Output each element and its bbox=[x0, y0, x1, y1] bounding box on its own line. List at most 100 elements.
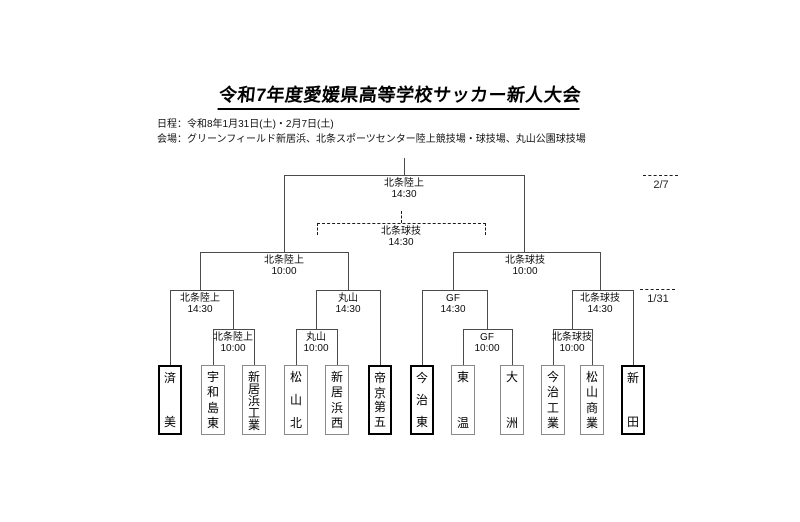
final-time: 14:30 bbox=[391, 189, 417, 200]
final-vline-right bbox=[524, 175, 525, 253]
team-name: 済美 bbox=[163, 371, 176, 429]
sf1-venue: 北条陸上 bbox=[264, 255, 304, 266]
r1m1-time: 10:00 bbox=[220, 343, 246, 354]
final-day-marker-line bbox=[643, 175, 678, 176]
r1m2-vline-right bbox=[337, 329, 338, 365]
team-name: 宇和島東 bbox=[206, 370, 219, 430]
qf1-vline-right bbox=[233, 290, 234, 329]
sf2-vline-left bbox=[453, 252, 454, 290]
r1m3-hline bbox=[463, 329, 513, 330]
third-place-hline bbox=[317, 223, 486, 224]
qf1-vline-left bbox=[170, 290, 171, 365]
r1m4-hline bbox=[553, 329, 593, 330]
r1m4-venue: 北条球技 bbox=[552, 332, 592, 343]
team-name: 帝京第五 bbox=[373, 371, 386, 429]
first-day-marker: 1/31 bbox=[647, 293, 669, 305]
team-box-niihama-nishi: 新居浜西 bbox=[325, 365, 349, 435]
sf1-match-label: 北条陸上 10:00 bbox=[252, 255, 316, 277]
team-name: 新居浜西 bbox=[330, 370, 343, 430]
sf1-time: 10:00 bbox=[271, 266, 297, 277]
r1m4-vline-left bbox=[553, 329, 554, 365]
first-day-marker-line bbox=[640, 289, 675, 290]
r1m2-hline bbox=[296, 329, 338, 330]
sf1-vline-right bbox=[348, 252, 349, 290]
sf1-vline-left bbox=[200, 252, 201, 290]
team-name: 大洲 bbox=[505, 370, 518, 430]
qf3-vline-left bbox=[422, 290, 423, 365]
r1m1-match-label: 北条陸上 10:00 bbox=[201, 332, 265, 354]
third-place-venue: 北条球技 bbox=[381, 226, 421, 237]
r1m1-vline-left bbox=[213, 329, 214, 365]
r1m2-match-label: 丸山 10:00 bbox=[284, 332, 348, 354]
qf2-vline-right bbox=[380, 290, 381, 365]
qf3-match-label: GF 14:30 bbox=[421, 293, 485, 315]
third-place-stub bbox=[401, 211, 402, 223]
r1m2-venue: 丸山 bbox=[306, 332, 326, 343]
qf2-time: 14:30 bbox=[335, 304, 361, 315]
team-name: 今治東 bbox=[415, 371, 428, 429]
event-info: 日程：令和8年1月31日(土)・2月7日(土) 会場：グリーンフィールド新居浜、… bbox=[157, 117, 586, 147]
team-box-ozu: 大洲 bbox=[500, 365, 524, 435]
qf3-hline bbox=[422, 290, 488, 291]
qf4-vline-right bbox=[633, 290, 634, 365]
team-name: 松山商業 bbox=[585, 370, 598, 430]
r1m3-venue: GF bbox=[480, 332, 494, 343]
third-place-time: 14:30 bbox=[388, 237, 414, 248]
venue-line: 会場：グリーンフィールド新居浜、北条スポーツセンター陸上競技場・球技場、丸山公園… bbox=[157, 134, 586, 145]
team-name: 新居浜工業 bbox=[247, 370, 260, 432]
team-box-matsuyama-shogyo: 松山商業 bbox=[580, 365, 604, 435]
final-hline bbox=[284, 175, 525, 176]
qf1-time: 14:30 bbox=[187, 304, 213, 315]
r1m3-vline-left bbox=[463, 329, 464, 365]
sf1-hline bbox=[200, 252, 349, 253]
team-box-imabari-higashi: 今治東 bbox=[410, 365, 434, 435]
r1m4-vline-right bbox=[592, 329, 593, 365]
qf2-venue: 丸山 bbox=[338, 293, 358, 304]
team-box-imabari-kogyo: 今治工業 bbox=[541, 365, 565, 435]
team-name: 東温 bbox=[456, 370, 469, 430]
r1m1-vline-right bbox=[254, 329, 255, 365]
schedule-line: 日程：令和8年1月31日(土)・2月7日(土) bbox=[157, 119, 334, 130]
r1m4-time: 10:00 bbox=[559, 343, 585, 354]
qf1-hline bbox=[170, 290, 234, 291]
qf3-time: 14:30 bbox=[440, 304, 466, 315]
qf3-venue: GF bbox=[446, 293, 460, 304]
page-title: 令和7年度愛媛県高等学校サッカー新人大会 bbox=[0, 81, 800, 110]
champion-line bbox=[404, 158, 405, 176]
qf2-hline bbox=[316, 290, 381, 291]
team-name: 松山北 bbox=[289, 370, 302, 430]
final-vline-left bbox=[284, 175, 285, 253]
qf4-hline bbox=[572, 290, 634, 291]
team-box-niihama-kogyo: 新居浜工業 bbox=[242, 365, 266, 435]
team-box-saibi: 済美 bbox=[158, 365, 182, 435]
sf2-time: 10:00 bbox=[512, 266, 538, 277]
final-match-label: 北条陸上 14:30 bbox=[372, 178, 436, 200]
qf4-match-label: 北条球技 14:30 bbox=[568, 293, 632, 315]
qf1-match-label: 北条陸上 14:30 bbox=[168, 293, 232, 315]
qf1-venue: 北条陸上 bbox=[180, 293, 220, 304]
team-box-toon: 東温 bbox=[451, 365, 475, 435]
team-name: 新田 bbox=[626, 371, 639, 429]
qf3-vline-right bbox=[487, 290, 488, 329]
qf4-vline-left bbox=[572, 290, 573, 329]
qf4-time: 14:30 bbox=[587, 304, 613, 315]
team-box-matsuyama-kita: 松山北 bbox=[284, 365, 308, 435]
third-place-match-label: 北条球技 14:30 bbox=[369, 226, 433, 248]
r1m3-match-label: GF 10:00 bbox=[455, 332, 519, 354]
final-venue: 北条陸上 bbox=[384, 178, 424, 189]
r1m3-vline-right bbox=[512, 329, 513, 365]
team-box-uwajima-higashi: 宇和島東 bbox=[201, 365, 225, 435]
qf4-venue: 北条球技 bbox=[580, 293, 620, 304]
r1m3-time: 10:00 bbox=[474, 343, 500, 354]
r1m4-match-label: 北条球技 10:00 bbox=[540, 332, 604, 354]
sf2-hline bbox=[453, 252, 601, 253]
page-title-text: 令和7年度愛媛県高等学校サッカー新人大会 bbox=[217, 81, 583, 110]
final-day-marker: 2/7 bbox=[653, 179, 669, 191]
qf2-vline-left bbox=[316, 290, 317, 329]
r1m2-time: 10:00 bbox=[303, 343, 329, 354]
team-box-teikyo-daigo: 帝京第五 bbox=[368, 365, 392, 435]
r1m1-hline bbox=[213, 329, 255, 330]
sf2-match-label: 北条球技 10:00 bbox=[493, 255, 557, 277]
third-place-vline-right bbox=[485, 223, 486, 235]
